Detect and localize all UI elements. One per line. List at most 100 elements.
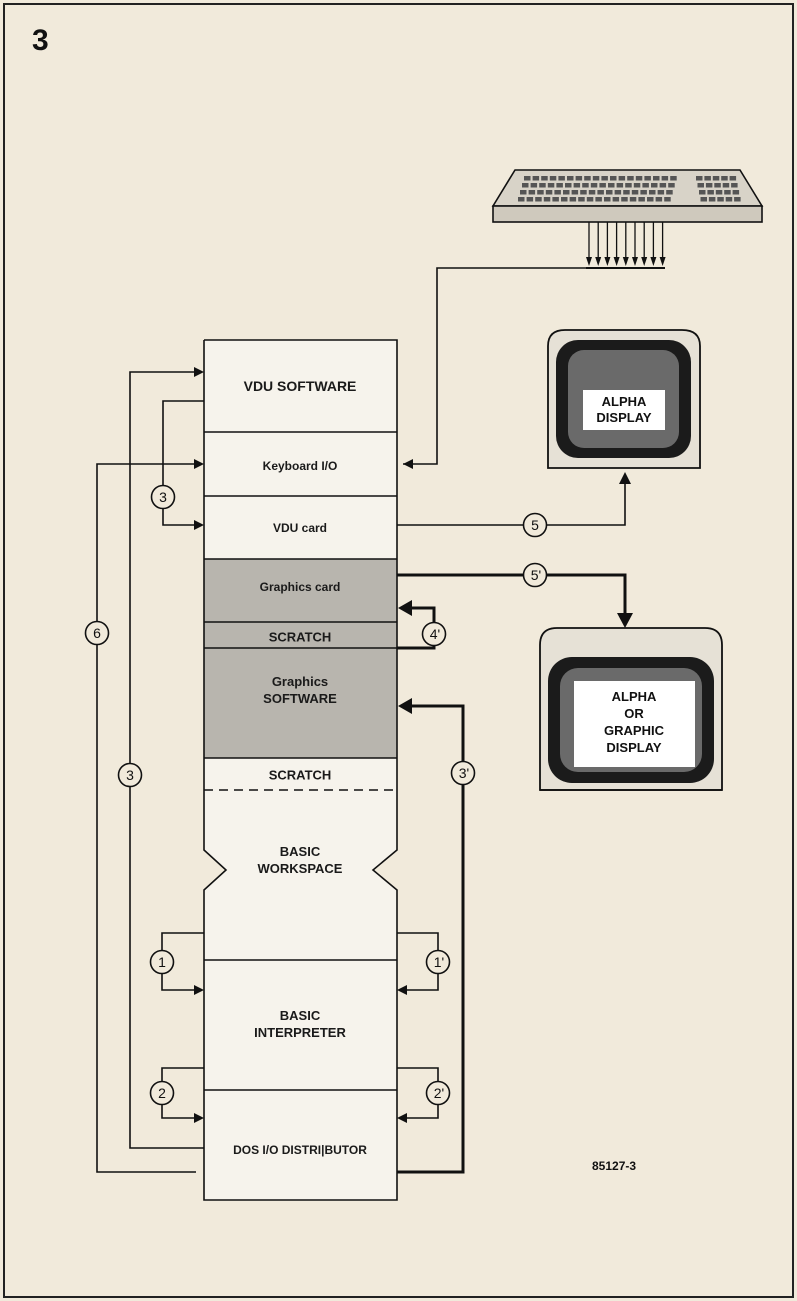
svg-text:1: 1 xyxy=(158,954,166,970)
key-icon xyxy=(597,190,604,195)
key-icon xyxy=(713,176,720,181)
arrowhead xyxy=(595,257,601,266)
key-icon xyxy=(522,183,529,188)
svg-text:1': 1' xyxy=(434,954,444,970)
key-icon xyxy=(610,176,617,181)
key-icon xyxy=(716,190,723,195)
key-icon xyxy=(567,176,574,181)
key-icon xyxy=(582,183,589,188)
key-icon xyxy=(649,190,656,195)
arrowhead xyxy=(397,1113,407,1123)
keyboard-icon xyxy=(493,170,762,268)
arrowhead xyxy=(194,459,204,469)
key-icon xyxy=(630,197,637,202)
key-icon xyxy=(709,197,716,202)
key-icon xyxy=(539,183,546,188)
memory-block-scratch-1: SCRATCH xyxy=(269,630,332,645)
key-icon xyxy=(644,176,651,181)
key-icon xyxy=(656,197,663,202)
key-icon xyxy=(619,176,626,181)
key-icon xyxy=(627,176,634,181)
key-icon xyxy=(608,183,615,188)
arrowhead xyxy=(194,520,204,530)
key-icon xyxy=(589,190,596,195)
path-label-2-prime: 2' xyxy=(427,1082,450,1105)
key-icon xyxy=(563,190,570,195)
key-icon xyxy=(550,176,557,181)
key-icon xyxy=(668,183,675,188)
key-icon xyxy=(733,190,740,195)
path-label-5-prime: 5' xyxy=(524,564,547,587)
key-icon xyxy=(518,197,525,202)
key-icon xyxy=(599,183,606,188)
arrowhead xyxy=(194,1113,204,1123)
key-icon xyxy=(721,176,728,181)
path-label-6: 6 xyxy=(86,622,109,645)
arrowhead xyxy=(650,257,656,266)
key-icon xyxy=(546,190,553,195)
arrowhead xyxy=(641,257,647,266)
key-icon xyxy=(666,190,673,195)
key-icon xyxy=(734,197,741,202)
key-icon xyxy=(556,183,563,188)
key-icon xyxy=(723,183,730,188)
key-icon xyxy=(548,183,555,188)
key-icon xyxy=(638,197,645,202)
key-icon xyxy=(617,183,624,188)
key-icon xyxy=(625,183,632,188)
svg-text:2: 2 xyxy=(158,1085,166,1101)
svg-text:2': 2' xyxy=(434,1085,444,1101)
key-icon xyxy=(621,197,628,202)
path-label-4-prime: 4' xyxy=(423,623,446,646)
key-icon xyxy=(584,176,591,181)
path-5-prime-line xyxy=(397,575,625,618)
path-5-line xyxy=(397,482,625,525)
key-icon xyxy=(696,176,703,181)
key-icon xyxy=(524,176,531,181)
key-icon xyxy=(580,190,587,195)
svg-text:4': 4' xyxy=(430,626,440,642)
arrowhead xyxy=(398,600,412,616)
key-icon xyxy=(704,176,711,181)
key-icon xyxy=(570,197,577,202)
key-icon xyxy=(520,190,527,195)
key-icon xyxy=(636,176,643,181)
key-icon xyxy=(531,183,538,188)
svg-text:5': 5' xyxy=(531,567,541,583)
svg-text:6: 6 xyxy=(93,625,101,641)
key-icon xyxy=(601,176,608,181)
memory-block-scratch-2: SCRATCH xyxy=(269,768,332,783)
key-icon xyxy=(660,183,667,188)
key-icon xyxy=(572,190,579,195)
alpha-display-label: ALPHADISPLAY xyxy=(596,394,651,425)
key-icon xyxy=(664,197,671,202)
arrowhead xyxy=(397,985,407,995)
key-icon xyxy=(561,197,568,202)
key-icon xyxy=(541,176,548,181)
arrowhead xyxy=(623,257,629,266)
key-icon xyxy=(632,190,639,195)
memory-map: VDU SOFTWAREKeyboard I/OVDU cardGraphics… xyxy=(204,340,397,1200)
path-label-4: 3 xyxy=(152,486,175,509)
key-icon xyxy=(595,197,602,202)
arrowhead xyxy=(614,257,620,266)
path-6-line xyxy=(97,464,196,1172)
key-icon xyxy=(642,183,649,188)
key-icon xyxy=(527,197,534,202)
key-icon xyxy=(714,183,721,188)
key-icon xyxy=(634,183,641,188)
path-label-5: 5 xyxy=(524,514,547,537)
key-icon xyxy=(574,183,581,188)
key-icon xyxy=(623,190,630,195)
key-icon xyxy=(587,197,594,202)
arrowhead xyxy=(617,613,633,628)
key-icon xyxy=(606,190,613,195)
key-icon xyxy=(537,190,544,195)
path-label-1: 1 xyxy=(151,951,174,974)
arrowhead xyxy=(586,257,592,266)
path-label-1-prime: 1' xyxy=(427,951,450,974)
